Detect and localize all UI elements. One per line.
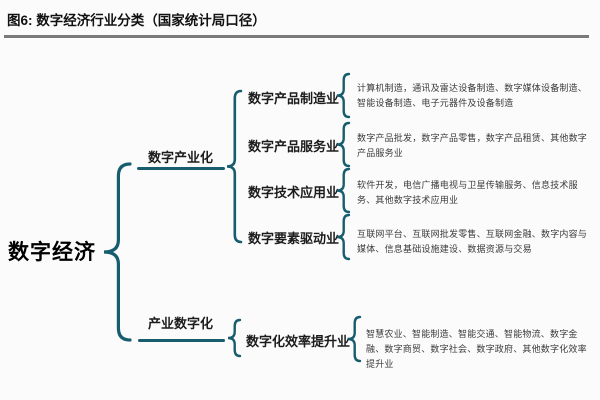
branch-industry-digitalization-rule — [138, 339, 225, 342]
leaf-digital-factor-driven-items: 互联网平台、互联网批发零售、互联网金融、数字内容与媒体、信息基础设施建设、数据资… — [357, 229, 588, 254]
category-digital-product-services-brace-icon — [336, 121, 351, 168]
branch-digital-industrialization-rule — [137, 167, 225, 170]
leaf-digital-product-services-items: 数字产品批发，数字产品零售，数字产品租赁、其他数字产品服务业 — [357, 133, 588, 158]
branch-industry-digitalization-brace-icon — [227, 318, 242, 358]
category-digital-technology-application-brace-icon — [336, 167, 351, 214]
category-digital-factor-driven-brace-icon — [336, 213, 351, 261]
root-node-label: 数字经济 — [8, 241, 96, 264]
figure-title: 图6: 数字经济行业分类（国家统计局口径） — [7, 13, 266, 28]
leaf-digitalization-efficiency-items: 智慧农业、智能制造、智能交通、智能物流、数字金融、数字商贸、数字社会、数字政府、… — [366, 329, 587, 369]
leaf-digital-technology-application-items: 软件开发，电信广播电视与卫星传输服务、信息技术服务、其他数字技术应用业 — [357, 180, 578, 205]
leaf-digital-product-manufacturing-items: 计算机制造，通讯及雷达设备制造、数字媒体设备制造、智能设备制造、电子元器件及设备… — [357, 83, 588, 108]
category-digital-technology-application-label: 数字技术应用业 — [248, 185, 340, 200]
category-digital-product-services-label: 数字产品服务业 — [248, 139, 340, 154]
root-brace-icon — [103, 162, 132, 342]
category-digital-product-manufacturing-brace-icon — [336, 72, 351, 119]
branch-digital-industrialization-brace-icon — [226, 89, 243, 244]
category-digitalization-efficiency-label: 数字化效率提升业 — [246, 334, 351, 349]
branch-industry-digitalization-label: 产业数字化 — [148, 316, 214, 331]
branch-digital-industrialization-label: 数字产业化 — [148, 150, 214, 165]
category-digital-factor-driven-label: 数字要素驱动业 — [248, 231, 340, 246]
category-digitalization-efficiency-brace-icon — [347, 315, 362, 363]
title-rule — [4, 35, 589, 38]
category-digital-product-manufacturing-label: 数字产品制造业 — [248, 91, 340, 106]
